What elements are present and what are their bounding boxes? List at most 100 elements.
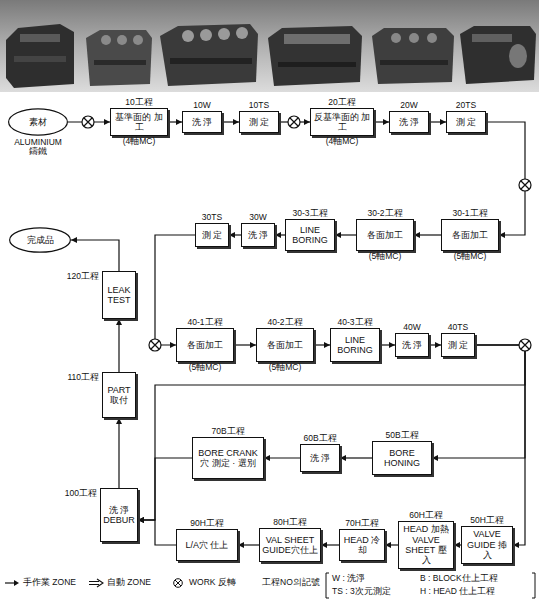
step-heading-group: 30TS <box>202 213 222 222</box>
process-box: 測 定20TS <box>446 111 486 133</box>
flow-arrow <box>71 240 119 271</box>
legend-item: WORK 反轉 <box>170 578 236 588</box>
step-text: LEAK TEST <box>105 285 133 306</box>
process-box: 洗 淨60B工程 <box>300 444 340 472</box>
step-text: 完成品 <box>11 235 69 245</box>
flow-arrow <box>138 520 176 545</box>
step-text: PART 取付 <box>105 385 133 406</box>
step-heading-group: 40-2工程 <box>267 318 302 327</box>
step-label: (4軸MC) <box>123 137 156 146</box>
terminal-ellipse: 素材ALUMINIUM鑄鐵 <box>8 108 68 136</box>
process-box: BORE HONING50B工程 <box>372 441 432 475</box>
step-label: 40TS <box>448 323 468 332</box>
box-body: 基準面的 加工 <box>111 110 167 135</box>
step-label: 70B工程 <box>211 427 244 436</box>
step-label: 70H工程 <box>345 519 379 528</box>
flow-arrow <box>264 457 300 458</box>
box-body: 洗 淨 <box>396 338 428 352</box>
step-text: 洗 淨 DEBUR <box>103 505 135 526</box>
box-body: 反基準面的 加工 <box>311 110 373 135</box>
process-box: 各面加工40-2工程(5軸MC) <box>256 328 314 362</box>
process-box: 反基準面的 加工20工程(4軸MC) <box>310 108 374 136</box>
box-body: 測 定 <box>447 115 485 129</box>
step-text: L/A穴 仕上 <box>179 540 235 550</box>
step-text: VAL SHEET GUIDE穴仕上 <box>262 535 318 556</box>
flow-arrow <box>118 418 119 488</box>
step-heading-group: 90H工程 <box>190 519 224 528</box>
step-label: ALUMINIUM <box>14 138 62 147</box>
box-body: 洗 淨 <box>390 115 428 129</box>
step-heading-group: (5軸MC) <box>269 363 302 372</box>
box-body: LEAK TEST <box>103 283 135 308</box>
step-heading-group: 70B工程 <box>211 427 244 436</box>
flow-arrow <box>118 319 119 372</box>
process-box: 洗 淨40W <box>395 333 429 357</box>
flow-arrow <box>374 121 389 122</box>
flow-arrow <box>222 121 239 122</box>
engine-photo <box>0 0 539 92</box>
step-label: 30W <box>249 213 266 222</box>
legend-text: 手作業 ZONE <box>23 578 76 587</box>
box-body: 洗 淨 DEBUR <box>101 503 137 528</box>
box-body: 完成品 <box>9 233 71 247</box>
terminal-ellipse: 完成品 <box>9 227 71 253</box>
step-label: 30-2工程 <box>367 209 402 218</box>
box-body: 測 定 <box>442 338 474 352</box>
legend-sample <box>4 578 20 588</box>
process-box: L/A穴 仕上90H工程 <box>176 529 238 561</box>
box-body: BORE CRANK 穴 測定 · 選別 <box>193 446 263 471</box>
box-body: PART 取付 <box>103 383 135 408</box>
step-text: 洗 淨 <box>185 117 219 127</box>
step-label: 30-1工程 <box>452 209 487 218</box>
flow-arrow <box>380 344 395 345</box>
step-heading-group: 30-1工程 <box>452 209 487 218</box>
step-label: (5軸MC) <box>369 252 402 261</box>
process-box: VALVE GUIDE 揷入50H工程 <box>461 526 513 563</box>
step-text: 測 定 <box>444 340 472 350</box>
step-heading-group: 60H工程 <box>409 511 443 520</box>
step-text: 各面加工 <box>179 340 231 350</box>
process-box: HEAD 加熱 VALVE SHEET 壓入60H工程 <box>398 521 454 568</box>
box-body: L/A穴 仕上 <box>177 538 237 552</box>
flow-arrow <box>168 121 182 122</box>
box-body: HEAD 加熱 VALVE SHEET 壓入 <box>399 522 453 567</box>
step-text: 各面加工 <box>259 340 311 350</box>
step-heading-group: 20W <box>400 101 417 110</box>
step-heading-group: 10工程 <box>125 98 152 107</box>
step-heading-group: 20TS <box>456 101 476 110</box>
step-label: 40-1工程 <box>187 318 222 327</box>
step-heading-group: 60B工程 <box>303 434 336 443</box>
process-box: 各面加工40-1工程(5軸MC) <box>176 328 234 362</box>
process-box: 測 定30TS <box>195 223 229 247</box>
step-heading-group: (4軸MC) <box>123 137 156 146</box>
flow-arrow <box>275 234 285 235</box>
step-label: 110工程 <box>67 373 99 382</box>
box-body: 各面加工 <box>177 338 233 352</box>
flow-arrow <box>340 457 372 458</box>
box-body: 洗 淨 <box>242 228 274 242</box>
step-label: 10W <box>193 101 210 110</box>
flow-arrow <box>138 345 525 520</box>
step-text: 測 定 <box>198 230 226 240</box>
legend-note: B : BLOCK仕上工程 <box>420 574 498 583</box>
step-heading-group: 50B工程 <box>385 431 418 440</box>
step-label: 60H工程 <box>409 511 443 520</box>
legend-sample <box>88 578 104 588</box>
legend-note: TS : 3次元測定 <box>332 587 391 596</box>
legend-bracket <box>532 573 535 598</box>
process-box: 各面加工30-2工程(5軸MC) <box>356 219 414 251</box>
step-heading-group: (5軸MC) <box>454 252 487 261</box>
step-heading-group: 40TS <box>448 323 468 332</box>
legend-note: W : 洗淨 <box>332 574 365 583</box>
step-text: LINE BORING <box>288 225 332 246</box>
work-turn-symbol <box>519 339 531 351</box>
process-box: VAL SHEET GUIDE穴仕上80H工程 <box>259 528 321 562</box>
work-turn-symbol <box>82 116 94 128</box>
step-label: 100工程 <box>65 489 97 498</box>
step-label: 10工程 <box>125 98 152 107</box>
step-heading-group: (5軸MC) <box>369 252 402 261</box>
step-label: 20TS <box>456 101 476 110</box>
box-body: VALVE GUIDE 揷入 <box>462 527 512 562</box>
